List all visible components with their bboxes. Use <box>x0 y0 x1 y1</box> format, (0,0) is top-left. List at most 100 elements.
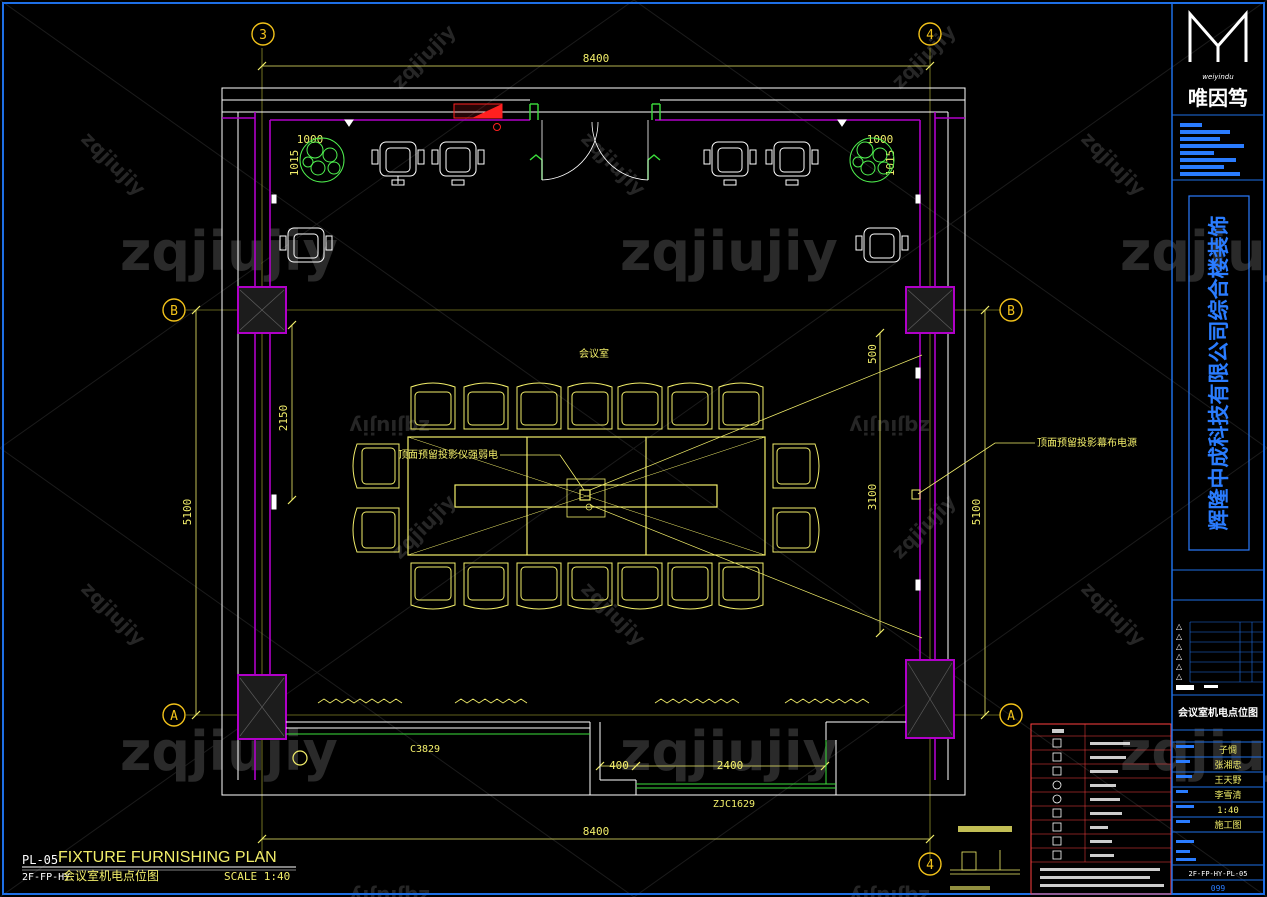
watermark-layer: zqjiujiy zqjiujiy zqjiujiy zqjiujiy zqji… <box>120 220 1267 783</box>
grid-label: B <box>170 304 178 319</box>
conference-chair <box>617 562 663 610</box>
potted-plants <box>299 137 895 183</box>
svg-text:△: △ <box>1176 662 1183 671</box>
panel-scale: 1:40 <box>1217 806 1239 816</box>
legend-table <box>1030 723 1172 895</box>
armchair <box>703 141 757 186</box>
svg-text:△: △ <box>1176 622 1183 631</box>
watermark-text: zqjiujiy <box>1120 220 1267 283</box>
grid-label: B <box>1007 304 1015 319</box>
svg-text:△: △ <box>1176 642 1183 651</box>
conference-chair <box>617 382 663 430</box>
dimension-lines <box>195 65 986 840</box>
dim-bottom-seg2: 2400 <box>717 759 744 772</box>
annotations: 会议室 顶面预留投影仪强弱电 顶面预留投影幕布电源 <box>398 347 1137 495</box>
projector-signal-note: 顶面预留投影仪强弱电 <box>398 448 498 461</box>
dim-right-height: 5100 <box>970 499 983 526</box>
brand-name: 唯因笃 <box>1188 86 1248 110</box>
watermark-text: zqjiujiy <box>1120 720 1267 783</box>
floor-drain <box>292 750 308 766</box>
conference-chair <box>410 562 456 610</box>
conference-chair <box>463 562 509 610</box>
watermark-text: zqjiujiy <box>349 885 430 897</box>
panel-drawing-code: 2F-FP-HY-PL-05 <box>1188 870 1247 878</box>
window-code: C3829 <box>410 744 440 755</box>
drawing-name: 会议室机电点位图 <box>1178 706 1258 719</box>
room-name: 会议室 <box>579 347 609 360</box>
person-2: 张湘忠 <box>1214 759 1241 771</box>
grid-label: 4 <box>926 28 934 43</box>
watermark-text: zqjiujiy <box>887 20 961 94</box>
conference-chair <box>516 562 562 610</box>
sub-code: 2F-FP-HY <box>22 872 70 883</box>
watermark-text: zqjiujiy <box>576 127 650 201</box>
grid-label: 3 <box>259 28 267 43</box>
armchair <box>855 227 909 263</box>
plan-title-cn: 会议室机电点位图 <box>63 868 159 883</box>
column-hatch <box>239 289 953 737</box>
conference-chair <box>718 382 764 430</box>
curtain-rails <box>317 698 870 704</box>
brand-sub: weiyindu <box>1202 73 1234 81</box>
dim-right-upper: 500 <box>866 344 879 364</box>
plant-right <box>849 137 895 183</box>
watermark-text: zqjiujiy <box>76 577 150 651</box>
watermark-text: zqjiujiy <box>349 415 430 439</box>
watermark-text: zqjiujiy <box>76 127 150 201</box>
watermark-text: zqjiujiy <box>1076 127 1150 201</box>
grid-bubble-A-right: A <box>999 703 1023 727</box>
watermark-text: zqjiujiy <box>120 720 338 783</box>
person-1: 子惆 <box>1219 744 1237 756</box>
conference-chair <box>352 443 400 489</box>
drawing-number: PL-05 <box>22 853 58 867</box>
svg-text:△: △ <box>1176 652 1183 661</box>
grid-label: A <box>1007 709 1015 724</box>
projector-point <box>579 489 591 501</box>
dim-right-inner: 3100 <box>866 484 879 511</box>
plan-title-en: FIXTURE FURNISHING PLAN <box>58 849 277 866</box>
conference-chair <box>516 382 562 430</box>
watermark-text: zqjiujiy <box>887 490 961 564</box>
armchair <box>431 141 485 186</box>
grid-bubble-A-left: A <box>162 703 186 727</box>
person-3: 王天野 <box>1214 775 1241 786</box>
note-detail <box>950 826 1020 890</box>
screen-power-note: 顶面预留投影幕布电源 <box>1037 436 1137 449</box>
conference-chair <box>667 382 713 430</box>
watermark-text: zqjiujiy <box>849 885 930 897</box>
armchair <box>765 141 819 186</box>
panel-stage: 施工图 <box>1214 819 1241 831</box>
project-name: 辉隆中成科技有限公司综合楼装饰 <box>1207 216 1231 531</box>
armchair <box>371 141 425 186</box>
dim-plant-h-left: 1015 <box>288 150 301 177</box>
grid-bubble-4-bottom: 4 <box>918 852 942 876</box>
electrical-points <box>271 119 921 591</box>
conference-chair <box>667 562 713 610</box>
red-wedge-solid <box>472 104 502 118</box>
conference-chair <box>718 562 764 610</box>
watermark-text: zqjiujiy <box>620 720 838 783</box>
company-info-bars <box>1180 123 1244 176</box>
plan-scale: SCALE 1:40 <box>224 870 290 883</box>
watermark-text: zqjiujiy <box>1076 577 1150 651</box>
watermark-text: zqjiujiy <box>620 220 838 283</box>
watermark-text: zqjiujiy <box>849 415 930 439</box>
grid-bubble-B-left: B <box>162 298 186 322</box>
bottom-wall-details: C3829 ZJC1629 <box>286 721 906 810</box>
dim-plant-w-left: 1000 <box>297 133 324 146</box>
conference-chair <box>567 562 613 610</box>
projector-lines <box>566 354 923 639</box>
dim-bottom-width: 8400 <box>583 825 610 838</box>
dim-left-inner: 2150 <box>277 405 290 432</box>
side-panel: weiyindu 唯因笃 辉隆中成科技有限公司综合楼装饰 <box>1171 3 1264 894</box>
svg-text:△: △ <box>1176 672 1183 681</box>
projector-box <box>566 478 606 518</box>
grid-label: A <box>170 709 178 724</box>
dimension-ticks <box>191 61 990 844</box>
conference-chair <box>352 507 400 553</box>
plant-left <box>299 137 345 183</box>
conference-chair <box>567 382 613 430</box>
conference-chair <box>772 507 820 553</box>
